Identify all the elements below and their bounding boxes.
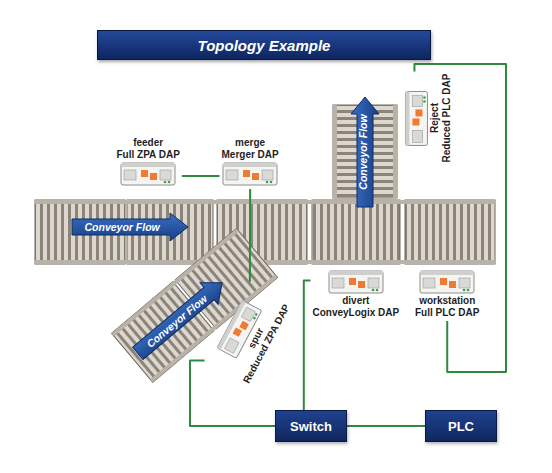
module-icon bbox=[222, 162, 278, 186]
device-type: Full ZPA DAP bbox=[117, 149, 180, 161]
device-node: feederFull ZPA DAP bbox=[115, 135, 182, 189]
device-name: merge bbox=[235, 137, 265, 149]
conveyor-section bbox=[312, 200, 400, 264]
network-box: PLC bbox=[425, 410, 497, 442]
network-cable bbox=[249, 189, 251, 282]
module-icon bbox=[404, 90, 428, 146]
network-cable bbox=[182, 175, 220, 177]
conveyor-section bbox=[333, 105, 397, 198]
network-cable bbox=[190, 361, 275, 426]
device-name: Reject bbox=[429, 103, 441, 133]
flow-arrow bbox=[129, 272, 231, 364]
device-type: ConveyLogix DAP bbox=[313, 307, 400, 319]
module-icon bbox=[328, 270, 384, 294]
device-node: divertConveyLogix DAP bbox=[311, 267, 402, 321]
flow-arrow bbox=[351, 97, 379, 207]
module-icon bbox=[120, 162, 176, 186]
network-cable bbox=[304, 281, 311, 411]
conveyor-section bbox=[112, 282, 214, 382]
flow-label: Conveyor Flow bbox=[356, 114, 368, 189]
device-type: Reduced PLC DAP bbox=[441, 74, 453, 163]
flow-label: Conveyor Flow bbox=[85, 221, 160, 233]
conveyor-rail bbox=[35, 200, 495, 204]
device-node: RejectReduced PLC DAP bbox=[401, 72, 455, 165]
device-type: Merger DAP bbox=[222, 149, 279, 161]
box-label: PLC bbox=[448, 419, 474, 434]
flow-arrow bbox=[72, 213, 188, 241]
title-text: Topology Example bbox=[198, 37, 331, 54]
module-icon bbox=[419, 270, 475, 294]
device-name: workstation bbox=[419, 295, 475, 307]
title-bar: Topology Example bbox=[97, 30, 431, 60]
device-node: workstationFull PLC DAP bbox=[413, 267, 481, 321]
conveyor-rail bbox=[393, 105, 397, 198]
box-label: Switch bbox=[290, 419, 332, 434]
divert-conveyor bbox=[333, 105, 397, 198]
network-cable bbox=[414, 64, 506, 372]
conveyor-section bbox=[405, 200, 495, 264]
network-cable bbox=[347, 425, 425, 427]
device-node: mergeMerger DAP bbox=[220, 135, 281, 189]
device-name: divert bbox=[342, 295, 369, 307]
device-name: feeder bbox=[133, 137, 163, 149]
conveyor-rail bbox=[333, 105, 337, 198]
device-type: Full PLC DAP bbox=[415, 307, 479, 319]
network-box: Switch bbox=[275, 410, 347, 442]
main-conveyor bbox=[35, 200, 495, 264]
